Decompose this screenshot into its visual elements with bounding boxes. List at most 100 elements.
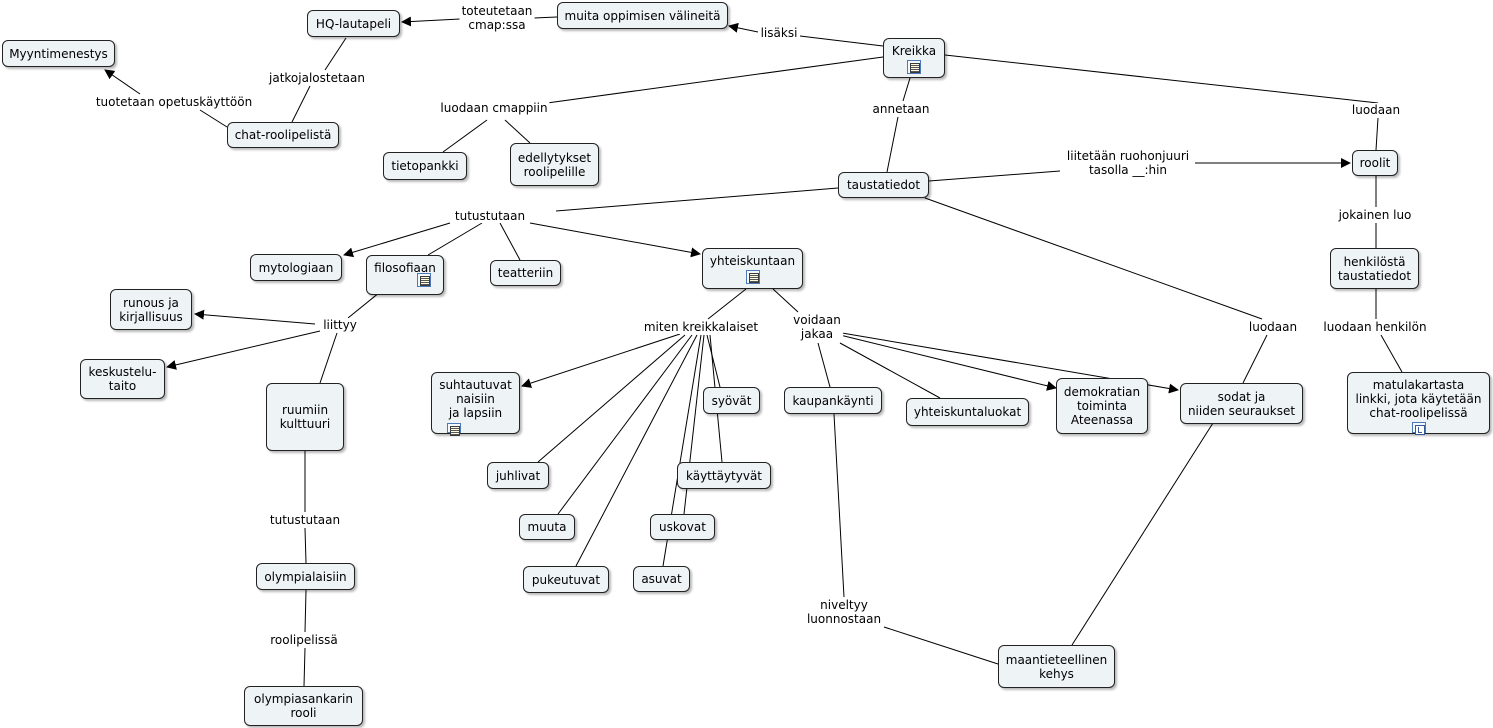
link-tutustutaan[interactable]: tutustutaan [452,209,528,223]
link-voidaan-jakaa[interactable]: voidaan jakaa [791,313,843,341]
link-toteutetaan-cmapssa[interactable]: toteutetaan cmap:ssa [459,4,535,32]
concept-maantieteellinen-kehys[interactable]: maantieteellinen kehys [998,645,1115,688]
edge-tutustutaan-mytologiaan [343,222,451,258]
concept-kaupankaynti[interactable]: kaupankäynti [784,387,882,414]
document-resource-icon[interactable] [907,60,921,74]
concept-asuvat[interactable]: asuvat [633,566,690,592]
concept-matulakartasta-linkki[interactable]: matulakartasta linkki, jota käytetään ch… [1347,372,1490,435]
concept-henkilosta-taustatiedot[interactable]: henkilöstä taustatiedot [1330,248,1419,289]
link-luodaan-cmappiin[interactable]: luodaan cmappiin [438,101,550,115]
link-miten-kreikkalaiset[interactable]: miten kreikkalaiset [641,320,761,334]
concept-label: filosofiaan [374,261,436,275]
edge-muita-toteutetaan [533,16,558,19]
concept-label: Kreikka [891,44,937,58]
concept-olympialaisiin[interactable]: olympialaisiin [256,563,355,590]
edge-tuotetaan-myynti [104,69,141,95]
concept-muuta[interactable]: muuta [519,514,575,540]
edge-miten-pukeutuvat [575,334,698,567]
link-niveltyy-luonnostaan[interactable]: niveltyy luonnostaan [804,598,884,626]
edge-sodat-maantiet [1071,422,1214,646]
concept-edellytykset-roolipelille[interactable]: edellytykset roolipelille [510,143,599,186]
document-resource-icon[interactable] [745,270,760,284]
concept-label: matulakartasta linkki, jota käytetään ch… [1355,378,1482,420]
document-resource-icon[interactable] [446,423,461,436]
concept-keskustelutaito[interactable]: keskustelu- taito [80,359,165,399]
link-jokainen-luo[interactable]: jokainen luo [1336,208,1414,222]
link-roolipelissa[interactable]: roolipelissä [268,633,340,647]
edge-niveltyy-maantiet [883,626,999,665]
edge-chat-tuotetaan [199,109,228,128]
link-tuotetaan-opetuskayttoon[interactable]: tuotetaan opetuskäyttöön [93,95,255,109]
edge-lisaksi-muita [728,22,759,33]
concept-yhteiskuntaan[interactable]: yhteiskuntaan [702,248,803,289]
edge-tutustutaan2-olymp [304,527,307,564]
edge-liittyy-ruumiin [319,332,338,384]
edge-annetaan-taustatiedot [886,116,899,173]
concept-muita-oppimisen-valineita[interactable]: muita oppimisen välineitä [557,2,728,29]
concept-juhlivat[interactable]: juhlivat [487,462,549,489]
edge-cmappiin-tietopankki [442,119,488,153]
link-annetaan[interactable]: annetaan [870,102,932,116]
edge-luodaanm-sodat [1242,334,1268,384]
edge-luodaanh-matula [1380,334,1403,373]
concept-hq-lautapeli[interactable]: HQ-lautapeli [307,10,400,37]
edge-jatko-chat [291,85,311,123]
link-luodaan-roolit[interactable]: luodaan [1349,103,1403,117]
edge-taustatiedot-luodaanm [924,197,1263,320]
concept-roolit[interactable]: roolit [1352,150,1398,176]
concept-suhtautuvat-naisiin[interactable]: suhtautuvat naisiin ja lapsiin [431,372,520,436]
concept-taustatiedot[interactable]: taustatiedot [838,172,929,198]
concept-label: suhtautuvat naisiin ja lapsiin [439,378,512,420]
concept-olympiasankarin-rooli[interactable]: olympiasankarin rooli [244,686,363,726]
edge-liittyy-keskustelu [166,330,321,370]
edge-miten-muuta [557,334,693,515]
edge-taustatiedot-liitetaan [928,170,1061,182]
edge-miten-suhtautuvat [521,333,681,388]
concept-myyntimenestys[interactable]: Myyntimenestys [2,40,115,67]
edge-yhteiskuntaan-voidaan [772,288,799,313]
concept-ruumiin-kulttuuri[interactable]: ruumiin kulttuuri [266,383,344,451]
edge-tutustutaan-yhteiskuntaan [529,222,701,258]
concept-sodat-ja-seuraukset[interactable]: sodat ja niiden seuraukset [1180,383,1303,424]
link-jatkojalostetaan[interactable]: jatkojalostetaan [267,71,367,85]
link-tutustutaan-olympialaisiin[interactable]: tutustutaan [267,513,343,527]
concept-demokratian-toiminta[interactable]: demokratian toiminta Ateenassa [1056,378,1148,434]
link-liittyy[interactable]: liittyy [321,318,359,332]
edge-liittyy-runous [194,309,316,325]
link-luodaan-sodat[interactable]: luodaan [1246,320,1300,334]
document-resource-icon[interactable] [417,273,431,287]
concept-pukeutuvat[interactable]: pukeutuvat [523,566,609,593]
edge-voidaan-demokratian [839,334,1057,391]
edge-tutustutaan-teatteriin [499,222,521,261]
concept-tietopankki[interactable]: tietopankki [383,152,467,180]
concept-kreikka[interactable]: Kreikka [883,38,945,78]
link-lisaksi[interactable]: lisäksi [758,26,800,40]
concept-chat-roolipelista[interactable]: chat-roolipelistä [227,122,339,148]
concept-runous-ja-kirjallisuus[interactable]: runous ja kirjallisuus [110,289,192,330]
edge-roolipelissa-sankari [303,647,306,687]
link-luodaan-henkilon[interactable]: luodaan henkilön [1321,320,1429,334]
edge-yhteiskuntaan-miten [707,288,747,320]
link-liitetaan-ruohonjuuri[interactable]: liitetään ruohonjuuri tasolla __:hin [1064,149,1192,177]
edge-kreikka-lisaksi [799,35,884,47]
edge-voidaan-kaupankaynti [817,342,831,388]
edge-kreikka-cmappiin [546,56,884,104]
edge-tutustutaan-filosofiaan [427,222,483,256]
concept-teatteriin[interactable]: teatteriin [490,260,561,286]
edge-kreikka-luodaan [944,54,1379,104]
concept-mytologiaan[interactable]: mytologiaan [250,254,342,281]
edge-miten-syovat [706,334,721,388]
concept-uskovat[interactable]: uskovat [650,514,715,540]
edge-kreikka-annetaan [902,77,911,102]
concept-syovat[interactable]: syövät [703,387,760,414]
concept-map-resource-icon[interactable] [1411,422,1426,435]
concept-yhteiskuntaluokat[interactable]: yhteiskuntaluokat [906,398,1029,426]
edge-cmappiin-edellytykset [504,119,531,144]
edge-kaupankaynti-niveltyy [833,413,845,598]
concept-filosofiaan[interactable]: filosofiaan [366,255,444,295]
concept-label: yhteiskuntaan [709,254,796,268]
concept-kayttaytyvat[interactable]: käyttäytyvät [677,462,771,489]
edge-taustatiedot-tutustutaan [555,187,839,212]
